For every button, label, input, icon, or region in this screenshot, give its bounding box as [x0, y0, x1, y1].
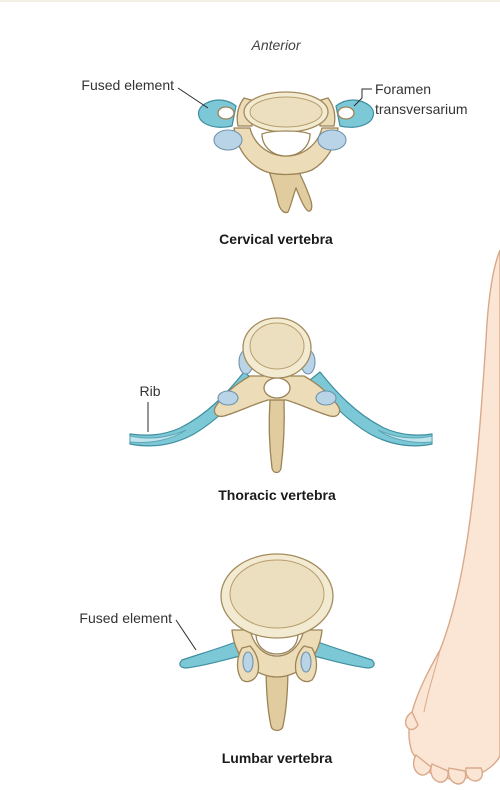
anterior-label: Anterior — [250, 37, 301, 53]
human-figure-arm — [404, 249, 500, 785]
hand-fingers — [404, 710, 484, 785]
cervical-vertebra-illustration — [197, 91, 375, 214]
top-border — [0, 0, 500, 2]
foramen-label-line1: Foramen — [375, 81, 431, 97]
foramen-transversarium-right — [337, 106, 355, 120]
thoracic-vertebral-foramen — [263, 377, 291, 399]
lumbar-caption: Lumbar vertebra — [222, 750, 333, 766]
thoracic-caption: Thoracic vertebra — [218, 487, 336, 503]
lumbar-fused-element-left — [179, 641, 241, 669]
cervical-fused-leader — [177, 87, 209, 109]
lumbar-fused-element-label: Fused element — [79, 610, 172, 626]
lumbar-fused-leader — [175, 619, 197, 651]
thoracic-vertebra-illustration — [129, 317, 433, 474]
lumbar-vertebra-illustration — [179, 553, 375, 732]
cervical-caption: Cervical vertebra — [219, 231, 333, 247]
foramen-transversarium-left — [217, 106, 235, 120]
lumbar-fused-element-right — [313, 641, 375, 669]
foramen-label-line2: transversarium — [375, 101, 468, 117]
rib-label: Rib — [139, 383, 160, 399]
foramen-leader — [353, 88, 372, 107]
cervical-fused-element-label: Fused element — [81, 77, 174, 93]
